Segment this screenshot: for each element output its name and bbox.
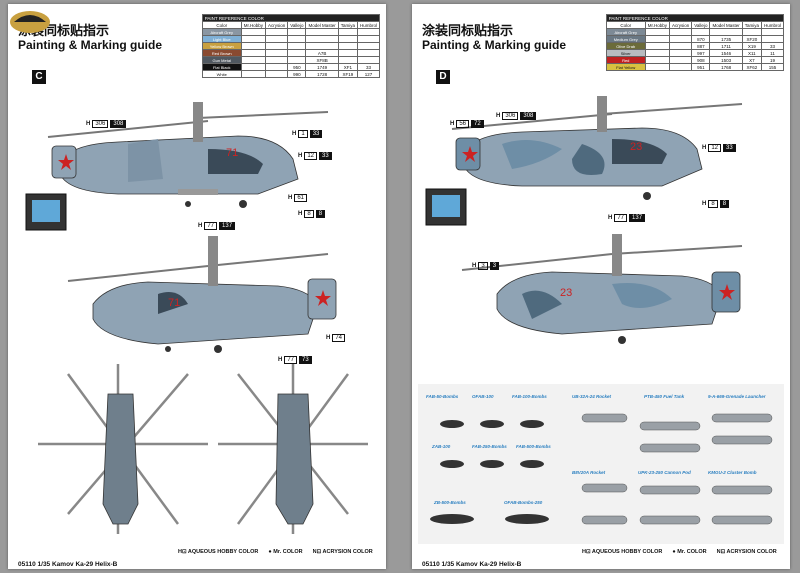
weapon-label: FAB-250-Bombs (472, 444, 507, 449)
helicopter-diagrams: 71 71 (25, 102, 368, 534)
svg-text:23: 23 (560, 287, 572, 299)
weapon-label: OFAB-Bombs-250 (504, 500, 543, 505)
side-view-top: 23 (455, 96, 703, 200)
page-title: Painting & Marking guide (18, 38, 163, 52)
weapon-label: B8V20A Rocket (572, 470, 606, 475)
weapon-label: 9-A-669-Grenade Launcher (708, 394, 766, 399)
paint-code (264, 70, 289, 78)
scheme-letter: D (436, 70, 450, 84)
paint-code: XF19 (337, 70, 358, 78)
table-row: Yellow Brown (201, 42, 381, 50)
svg-text:71: 71 (168, 297, 180, 309)
helicopter-diagrams: 23 23 (418, 96, 784, 544)
paint-code: 951 (691, 63, 711, 71)
weapon-label: ZB-500-Bombs (434, 500, 466, 505)
color-legend: H⊡ AQUEOUS HOBBY COLOR ● Mr. COLOR N⊡ AC… (582, 549, 777, 555)
weapon-label: FAB-100-Bombs (512, 394, 547, 399)
page-title: Painting & Marking guide (422, 38, 567, 52)
paint-code (668, 63, 693, 71)
table-row: Light Blue (201, 35, 381, 43)
brand-logo-icon (10, 11, 50, 33)
kit-footer: 05110 1/35 Kamov Ka-29 Helix-B (18, 561, 118, 568)
weapon-label: FAB-50-Bombs (426, 394, 459, 399)
paint-code: 990 (287, 70, 307, 78)
weapon-label: ZAB-100 (432, 444, 451, 449)
page-title-chinese: 涂装同标贴指示 (422, 24, 514, 39)
weapon-label: UB-32A-24 Rocket (572, 394, 612, 399)
side-view-top: 71 (51, 102, 299, 208)
weapon-label: UPK-23-250 Cannon Pod (638, 470, 691, 475)
kit-footer: 05110 1/35 Kamov Ka-29 Helix-B (422, 561, 522, 568)
side-view-bottom: 71 (92, 236, 337, 353)
weapon-label: KMGU-2 Cluster Bomb (708, 470, 757, 475)
weapon-label: PTB-450 Fuel Tank (644, 394, 685, 399)
paint-code: 127 (356, 70, 381, 78)
weapon-label: FAB-500-Bombs (516, 444, 551, 449)
svg-text:71: 71 (226, 147, 238, 159)
paint-code: XF62 (741, 63, 762, 71)
svg-text:23: 23 (630, 141, 642, 153)
color-legend: H⊡ AQUEOUS HOBBY COLOR ● Mr. COLOR N⊡ AC… (178, 549, 373, 555)
side-view-bottom: 23 (496, 234, 741, 344)
right-instruction-page: 涂装同标贴指示 Painting & Marking guide PAINT R… (412, 4, 790, 569)
left-instruction-page: 涂装同标贴指示 Painting & Marking guide PAINT R… (8, 4, 386, 569)
scheme-letter: C (32, 70, 46, 84)
weapon-label: OFAB-100 (472, 394, 494, 399)
paint-code: 155 (760, 63, 785, 71)
